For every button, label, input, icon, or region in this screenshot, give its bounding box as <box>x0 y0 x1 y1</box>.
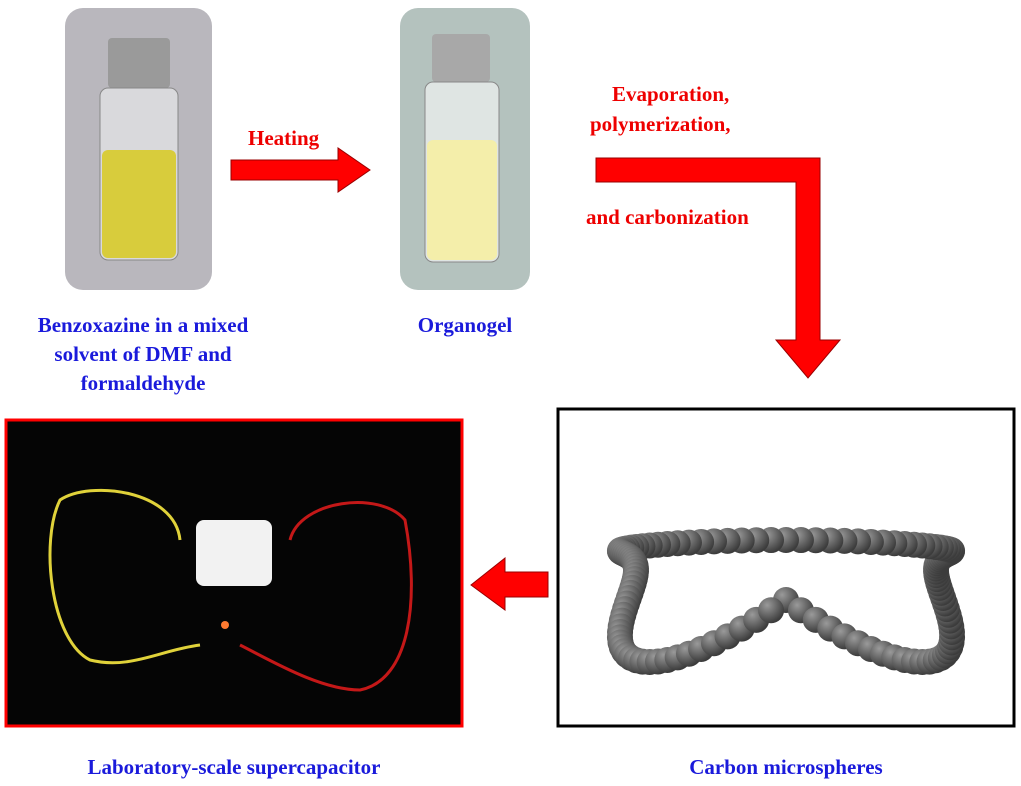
assembly-arrow <box>470 556 549 611</box>
supercapacitor-label: Laboratory-scale supercapacitor <box>87 755 381 779</box>
precursor-label-line: Benzoxazine in a mixed <box>37 313 249 337</box>
precursor-label-line: solvent of DMF and <box>54 342 232 366</box>
precursor-label-line: formaldehyde <box>80 371 206 395</box>
microsphere <box>758 597 785 624</box>
precursor-label: Benzoxazine in a mixed solvent of DMF an… <box>0 311 286 398</box>
supercapacitor-photo <box>4 418 464 728</box>
carbon-microspheres-render <box>556 407 1016 728</box>
heating-arrow <box>230 147 371 193</box>
process-label-1: Evaporation, <box>612 82 730 106</box>
process-label-3: and carbonization <box>586 205 749 229</box>
heating-label: Heating <box>248 126 320 150</box>
process-arrow <box>595 157 842 379</box>
process-label-2: polymerization, <box>590 112 731 136</box>
microspheres-label: Carbon microspheres <box>689 755 883 779</box>
organogel-vial-photo <box>400 8 530 290</box>
precursor-vial-photo <box>65 8 212 290</box>
organogel-label: Organogel <box>417 313 513 337</box>
